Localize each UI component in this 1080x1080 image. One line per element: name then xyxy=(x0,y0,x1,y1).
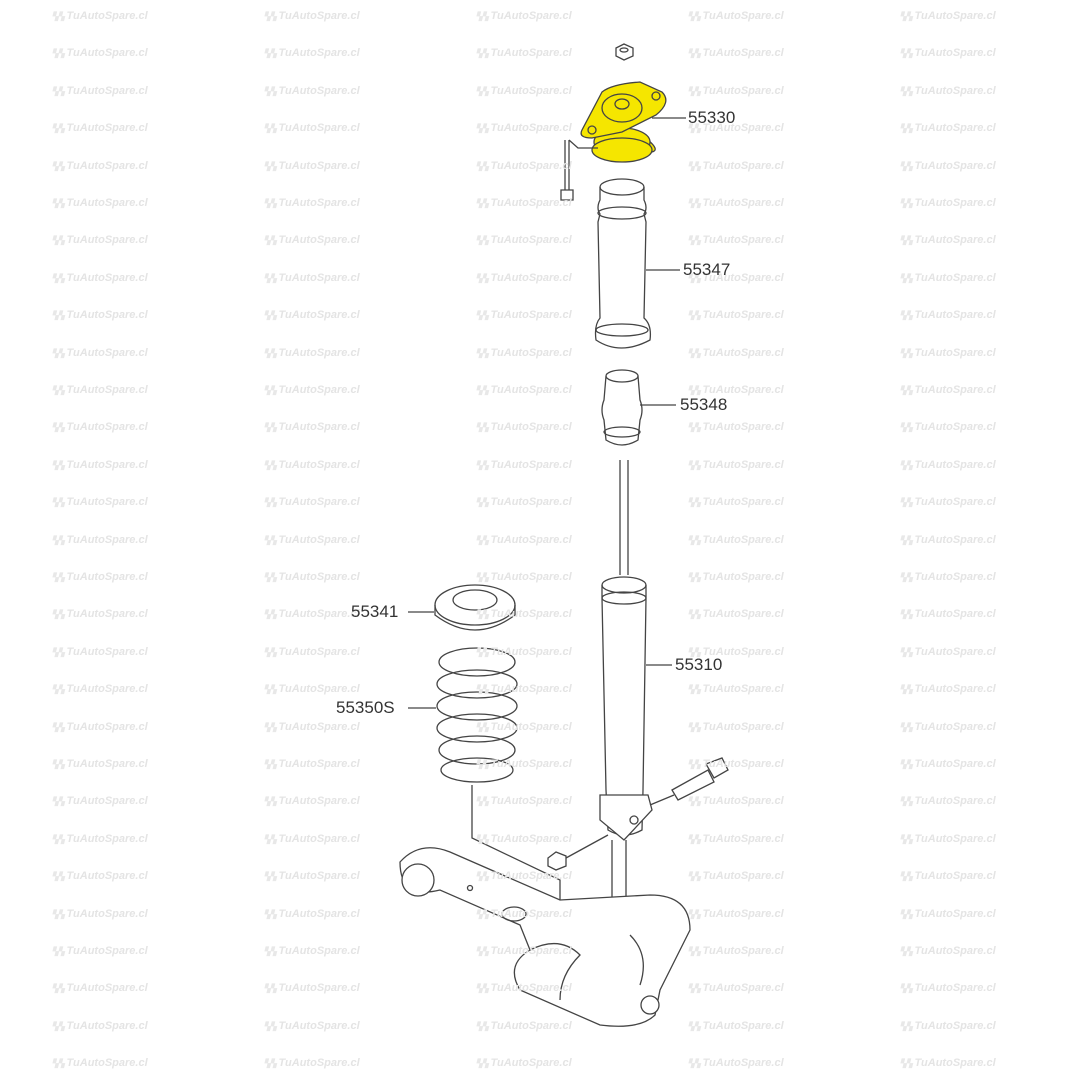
label-55341[interactable]: 55341 xyxy=(351,602,399,621)
label-55347[interactable]: 55347 xyxy=(683,260,731,279)
top-nut xyxy=(615,43,634,61)
label-55310[interactable]: 55310 xyxy=(675,655,723,674)
label-55350S[interactable]: 55350S xyxy=(336,698,395,717)
lower-bolt xyxy=(547,757,729,871)
part-55347-dust-boot[interactable] xyxy=(594,178,652,349)
part-55330-strut-mount[interactable] xyxy=(580,81,667,163)
part-55310-shock-absorber[interactable] xyxy=(599,460,653,930)
label-55348[interactable]: 55348 xyxy=(680,395,728,414)
label-55330[interactable]: 55330 xyxy=(688,108,736,127)
part-55348-bump-stop[interactable] xyxy=(601,369,643,446)
part-55341-spring-seat[interactable] xyxy=(434,584,516,631)
rear-lower-arm xyxy=(399,847,691,1027)
part-55350S-coil-spring[interactable] xyxy=(436,647,518,783)
mount-bolt xyxy=(560,139,598,201)
